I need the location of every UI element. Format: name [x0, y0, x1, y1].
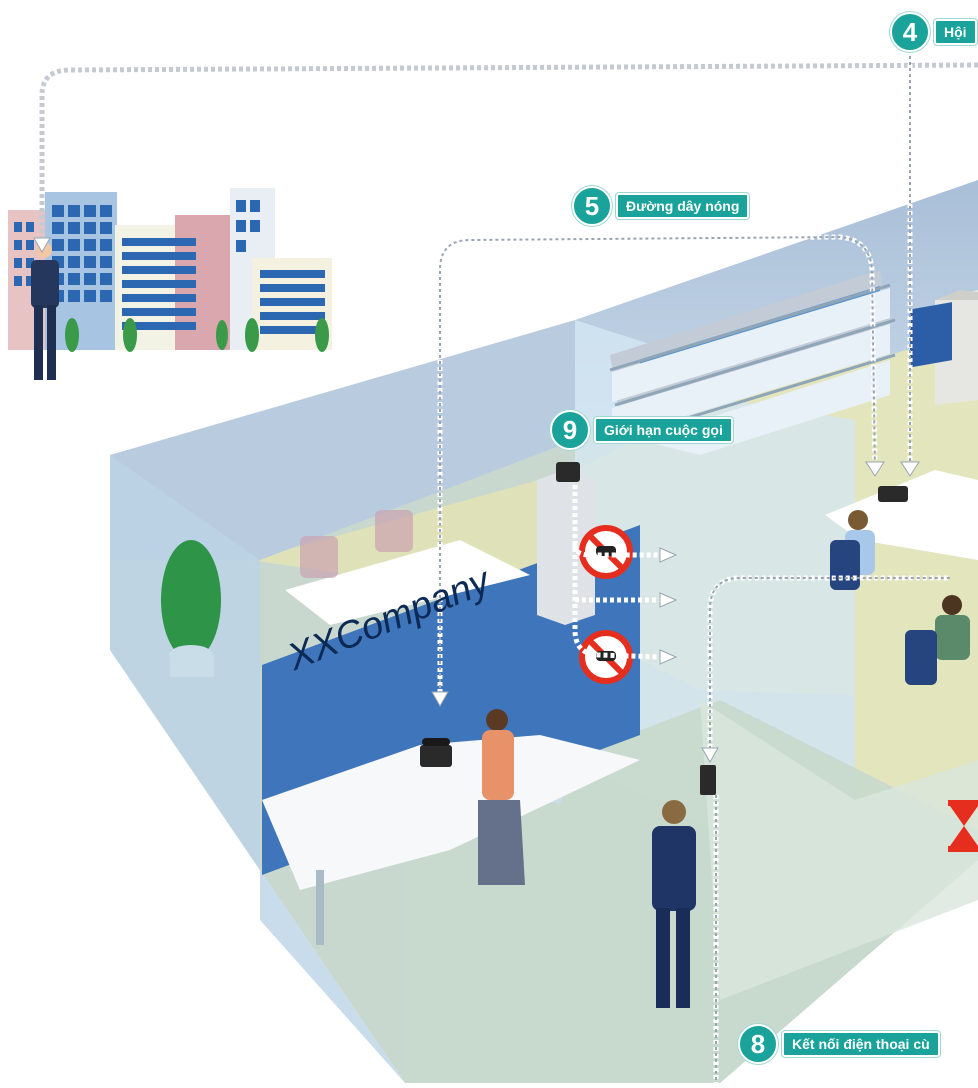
reception-counter-top: [262, 735, 640, 890]
callout-8: 8 Kết nối điện thoại cù: [738, 1024, 940, 1064]
building-icon: [8, 188, 332, 352]
telephone-icon: [420, 738, 452, 767]
person-icon: [31, 242, 59, 380]
person-icon: [905, 595, 970, 685]
connection-lines-shadow: [439, 50, 950, 1083]
phone-pillar: [537, 470, 595, 625]
callout-number: 9: [550, 410, 590, 450]
left-wall: [110, 320, 575, 560]
callout-number: 4: [890, 12, 930, 52]
callout-number: 8: [738, 1024, 778, 1064]
callout-label: Đường dây nóng: [616, 193, 750, 219]
callout-label: Giới hạn cuộc gọi: [594, 417, 733, 443]
hourglass-icon: [948, 800, 978, 852]
callout-label: Hội: [934, 19, 977, 45]
no-call-icon: [579, 525, 633, 579]
callout-4: 4 Hội: [890, 12, 977, 52]
telephone-icon: [878, 486, 908, 502]
telephone-icon: [556, 462, 580, 482]
card-reader-icon: [700, 765, 716, 795]
back-desk: [285, 540, 530, 625]
callout-5: 5 Đường dây nóng: [572, 186, 750, 226]
person-icon: [478, 709, 525, 885]
callout-9: 9 Giới hạn cuộc gọi: [550, 410, 733, 450]
person-icon: [652, 800, 696, 1008]
person-icon: [830, 510, 875, 590]
front-right-wall: [700, 700, 978, 1000]
callout-label: Kết nối điện thoại cù: [782, 1031, 940, 1057]
chair: [300, 536, 338, 578]
callout-number: 5: [572, 186, 612, 226]
right-floor: [730, 330, 978, 830]
arrowheads: [33, 237, 920, 764]
chair: [375, 510, 413, 552]
